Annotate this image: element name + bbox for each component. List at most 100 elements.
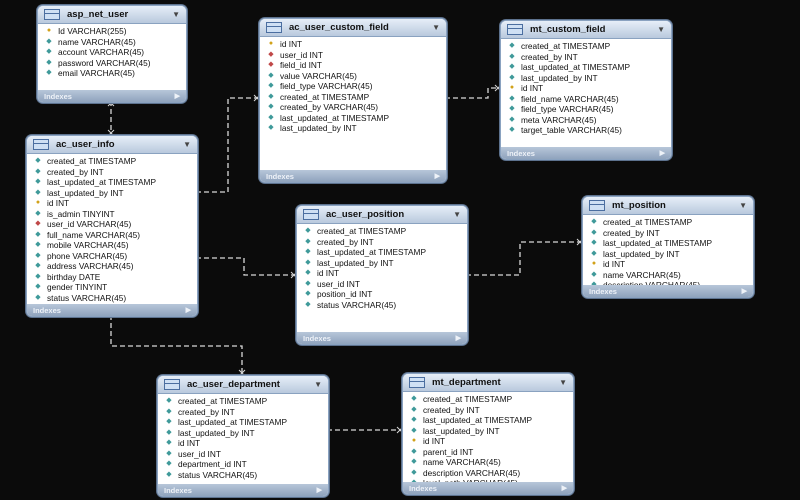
column-row[interactable]: ◆name VARCHAR(45) bbox=[583, 270, 753, 281]
table-header[interactable]: asp_net_user▼ bbox=[38, 6, 186, 24]
column-row[interactable]: ◆created_by VARCHAR(45) bbox=[260, 102, 446, 113]
column-row[interactable]: ◆created_by INT bbox=[501, 52, 671, 63]
column-row[interactable]: ◆last_updated_by INT bbox=[501, 73, 671, 84]
column-row[interactable]: ◆last_updated_by INT bbox=[158, 428, 328, 439]
column-row[interactable]: ◆address VARCHAR(45) bbox=[27, 261, 197, 272]
column-row[interactable]: ◆created_at TIMESTAMP bbox=[158, 396, 328, 407]
table-mt-custom-field[interactable]: mt_custom_field▼ ◆created_at TIMESTAMP◆cr… bbox=[500, 20, 672, 160]
expand-arrow-icon[interactable]: ▶ bbox=[174, 93, 180, 100]
relationship-line-ac-user-position-to-ac-user-info[interactable] bbox=[196, 257, 296, 276]
column-row[interactable]: ◆account VARCHAR(45) bbox=[38, 47, 186, 58]
column-row[interactable]: ◆last_updated_at TIMESTAMP bbox=[501, 62, 671, 73]
column-row[interactable]: ◆created_by INT bbox=[583, 228, 753, 239]
chevron-down-icon[interactable]: ▼ bbox=[453, 210, 461, 219]
column-row[interactable]: ◆field_id INT bbox=[260, 60, 446, 71]
column-row[interactable]: ◆name VARCHAR(45) bbox=[38, 37, 186, 48]
column-row[interactable]: ◆field_name VARCHAR(45) bbox=[501, 94, 671, 105]
column-row[interactable]: ◆phone VARCHAR(45) bbox=[27, 251, 197, 262]
expand-arrow-icon[interactable]: ▶ bbox=[434, 173, 440, 180]
table-ac-user-info[interactable]: ac_user_info▼◆created_at TIMESTAMP◆creat… bbox=[26, 135, 198, 317]
column-row[interactable]: ◆description VARCHAR(45) bbox=[403, 468, 573, 479]
table-ac-user-custom-field[interactable]: ac_user_custom_field▼ ●id INT◆user_id INT… bbox=[259, 18, 447, 183]
column-row[interactable]: ●id INT bbox=[27, 198, 197, 209]
relationship-line-ac-user-custom-field-to-mt-custom-field[interactable] bbox=[445, 87, 500, 99]
column-row[interactable]: ◆status VARCHAR(45) bbox=[158, 470, 328, 481]
column-row[interactable]: ◆field_type VARCHAR(45) bbox=[501, 104, 671, 115]
table-header[interactable]: ac_user_position▼ bbox=[297, 206, 467, 224]
chevron-down-icon[interactable]: ▼ bbox=[314, 380, 322, 389]
column-row[interactable]: ◆user_id INT bbox=[158, 449, 328, 460]
column-row[interactable]: ◆name VARCHAR(45) bbox=[403, 457, 573, 468]
table-asp-net-user[interactable]: asp_net_user▼ ●Id VARCHAR(255)◆name VARCH… bbox=[37, 5, 187, 103]
table-mt-position[interactable]: mt_position▼◆created_at TIMESTAMP◆create… bbox=[582, 196, 754, 298]
column-row[interactable]: ◆created_at TIMESTAMP bbox=[501, 41, 671, 52]
chevron-down-icon[interactable]: ▼ bbox=[183, 140, 191, 149]
expand-arrow-icon[interactable]: ▶ bbox=[659, 150, 665, 157]
column-row[interactable]: ◆last_updated_at TIMESTAMP bbox=[297, 247, 467, 258]
column-row[interactable]: ◆value VARCHAR(45) bbox=[260, 71, 446, 82]
table-mt-department[interactable]: mt_department▼◆created_at TIMESTAMP◆crea… bbox=[402, 373, 574, 495]
column-row[interactable]: ◆created_at TIMESTAMP bbox=[260, 92, 446, 103]
column-row[interactable]: ●id INT bbox=[583, 259, 753, 270]
table-ac-user-department[interactable]: ac_user_department▼ ◆created_at TIMESTAMP… bbox=[157, 375, 329, 497]
column-row[interactable]: ◆created_by INT bbox=[297, 237, 467, 248]
column-row[interactable]: ◆position_id INT bbox=[297, 289, 467, 300]
expand-arrow-icon[interactable]: ▶ bbox=[455, 335, 461, 342]
indexes-bar[interactable]: Indexes▶ bbox=[260, 170, 446, 182]
column-row[interactable]: ◆full_name VARCHAR(45) bbox=[27, 230, 197, 241]
column-row[interactable]: ◆last_updated_at TIMESTAMP bbox=[27, 177, 197, 188]
column-row[interactable]: ◆created_at TIMESTAMP bbox=[583, 217, 753, 228]
column-row[interactable]: ◆is_admin TINYINT bbox=[27, 209, 197, 220]
column-row[interactable]: ◆status VARCHAR(45) bbox=[27, 293, 197, 304]
table-header[interactable]: ac_user_info▼ bbox=[27, 136, 197, 154]
column-row[interactable]: ◆birthday DATE bbox=[27, 272, 197, 283]
expand-arrow-icon[interactable]: ▶ bbox=[741, 288, 747, 295]
indexes-bar[interactable]: Indexes▶ bbox=[38, 90, 186, 102]
table-header[interactable]: mt_department▼ bbox=[403, 374, 573, 392]
column-row[interactable]: ●id INT bbox=[403, 436, 573, 447]
column-row[interactable]: ◆last_updated_at TIMESTAMP bbox=[158, 417, 328, 428]
table-header[interactable]: ac_user_custom_field▼ bbox=[260, 19, 446, 37]
column-row[interactable]: ◆target_table VARCHAR(45) bbox=[501, 125, 671, 136]
column-row[interactable]: ◆user_id INT bbox=[260, 50, 446, 61]
relationship-line-ac-user-department-to-ac-user-info[interactable] bbox=[110, 315, 243, 375]
chevron-down-icon[interactable]: ▼ bbox=[432, 23, 440, 32]
column-row[interactable]: ◆last_updated_by INT bbox=[583, 249, 753, 260]
chevron-down-icon[interactable]: ▼ bbox=[559, 378, 567, 387]
indexes-bar[interactable]: Indexes▶ bbox=[501, 147, 671, 159]
expand-arrow-icon[interactable]: ▶ bbox=[561, 485, 567, 492]
column-row[interactable]: ◆last_updated_by INT bbox=[297, 258, 467, 269]
chevron-down-icon[interactable]: ▼ bbox=[739, 201, 747, 210]
indexes-bar[interactable]: Indexes▶ bbox=[297, 332, 467, 344]
indexes-bar[interactable]: Indexes▶ bbox=[583, 285, 753, 297]
column-row[interactable]: ◆last_updated_by INT bbox=[260, 123, 446, 134]
column-row[interactable]: ◆last_updated_by INT bbox=[403, 426, 573, 437]
column-row[interactable]: ◆id INT bbox=[158, 438, 328, 449]
column-row[interactable]: ◆created_by INT bbox=[403, 405, 573, 416]
table-header[interactable]: ac_user_department▼ bbox=[158, 376, 328, 394]
relationship-line-ac-user-position-to-mt-position[interactable] bbox=[466, 241, 582, 276]
column-row[interactable]: ◆department_id INT bbox=[158, 459, 328, 470]
column-row[interactable]: ◆field_type VARCHAR(45) bbox=[260, 81, 446, 92]
table-header[interactable]: mt_custom_field▼ bbox=[501, 21, 671, 39]
column-row[interactable]: ◆created_at TIMESTAMP bbox=[27, 156, 197, 167]
column-row[interactable]: ◆user_id VARCHAR(45) bbox=[27, 219, 197, 230]
column-row[interactable]: ◆gender TINYINT bbox=[27, 282, 197, 293]
column-row[interactable]: ●id INT bbox=[501, 83, 671, 94]
column-row[interactable]: ◆id INT bbox=[297, 268, 467, 279]
column-row[interactable]: ◆status VARCHAR(45) bbox=[297, 300, 467, 311]
column-row[interactable]: ◆meta VARCHAR(45) bbox=[501, 115, 671, 126]
chevron-down-icon[interactable]: ▼ bbox=[657, 25, 665, 34]
column-row[interactable]: ◆last_updated_at TIMESTAMP bbox=[403, 415, 573, 426]
column-row[interactable]: ◆parent_id INT bbox=[403, 447, 573, 458]
relationship-line-ac-user-custom-field-to-ac-user-info[interactable] bbox=[196, 97, 259, 193]
column-row[interactable]: ◆user_id INT bbox=[297, 279, 467, 290]
column-row[interactable]: ◆created_by INT bbox=[158, 407, 328, 418]
chevron-down-icon[interactable]: ▼ bbox=[172, 10, 180, 19]
indexes-bar[interactable]: Indexes▶ bbox=[158, 484, 328, 496]
column-row[interactable]: ◆email VARCHAR(45) bbox=[38, 68, 186, 79]
indexes-bar[interactable]: Indexes▶ bbox=[403, 482, 573, 494]
column-row[interactable]: ●id INT bbox=[260, 39, 446, 50]
column-row[interactable]: ●Id VARCHAR(255) bbox=[38, 26, 186, 37]
column-row[interactable]: ◆last_updated_by INT bbox=[27, 188, 197, 199]
